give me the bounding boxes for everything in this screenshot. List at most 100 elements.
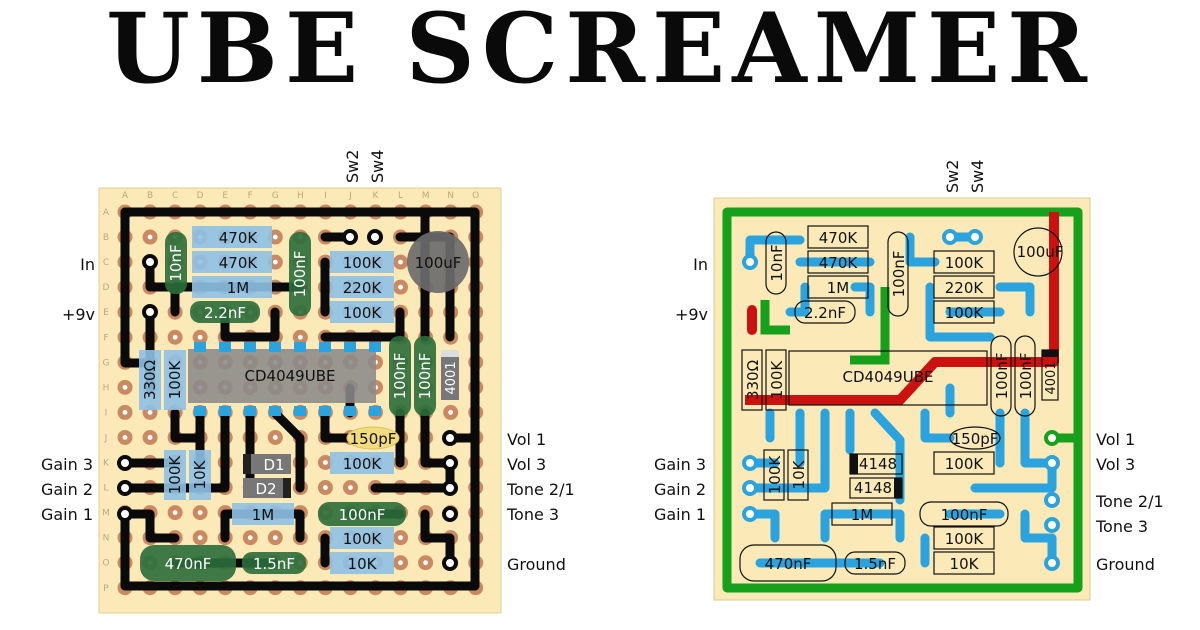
- resistor: [164, 450, 186, 500]
- resistor-label: 100K: [343, 304, 383, 322]
- diode: [243, 454, 291, 474]
- outline-resistor: [787, 449, 809, 501]
- pcb-label: 470nF: [765, 555, 812, 573]
- connection-points: [117, 229, 458, 571]
- signal-trace: [1020, 408, 1057, 468]
- label-vol1: Vol 1: [507, 430, 546, 449]
- pcb-label-tone3: Tone 3: [1095, 517, 1148, 536]
- row-letter: N: [103, 534, 110, 544]
- outline-capacitor: [739, 544, 837, 582]
- pcb-label: 2.2nF: [804, 304, 846, 322]
- resistor: [232, 503, 294, 525]
- capacitor: [414, 336, 436, 416]
- pad-tone3: [1044, 517, 1060, 533]
- resistor-label: 100K: [166, 455, 184, 495]
- connection-sw2: [342, 229, 358, 245]
- capacitor: [389, 336, 411, 416]
- column-letter: B: [147, 191, 153, 201]
- pad-hole: [172, 510, 178, 515]
- label-9v: +9v: [62, 305, 95, 324]
- column-letter: O: [472, 191, 479, 201]
- pad-hole: [147, 435, 153, 440]
- label-tone21: Tone 2/1: [506, 480, 575, 499]
- signal-trace: [1020, 509, 1057, 568]
- pad-hole: [297, 334, 303, 340]
- column-letter: C: [172, 191, 178, 201]
- pad-hole: [323, 460, 328, 465]
- pad-tone21: [1044, 492, 1060, 508]
- resistor: [330, 552, 394, 574]
- ic-pin: [319, 342, 331, 352]
- pad-hole: [398, 560, 403, 566]
- outline-resistor: [933, 451, 995, 475]
- pcb-label-tone21: Tone 2/1: [1095, 492, 1164, 511]
- row-letter: I: [105, 408, 108, 418]
- column-letter: F: [248, 191, 253, 201]
- pcb-label: 100K: [766, 455, 784, 495]
- connection-gain3: [117, 455, 133, 471]
- pcb-label: 1M: [827, 279, 850, 297]
- pad-hole: [272, 234, 278, 240]
- connection-9v: [142, 304, 158, 320]
- capacitor: [346, 426, 400, 450]
- column-letter: L: [398, 191, 403, 201]
- connection-sw4: [367, 229, 383, 245]
- wire-link: [420, 408, 455, 468]
- pad-hole: [197, 510, 203, 515]
- ground-trace: [722, 207, 1083, 593]
- pad-hole: [398, 284, 403, 290]
- column-letter: I: [324, 191, 327, 201]
- outline-resistor: [933, 250, 995, 274]
- pcb-label-in: In: [693, 255, 708, 274]
- resistor-label: 1M: [227, 279, 250, 297]
- connection-vol3: [442, 455, 458, 471]
- row-letter: J: [104, 433, 108, 443]
- pad-in: [742, 254, 758, 270]
- outline-capacitor: [919, 501, 1009, 527]
- ic-pins: [194, 342, 381, 416]
- connection-tone21: [442, 480, 458, 496]
- pcb-label: 470K: [819, 254, 859, 272]
- pcb-label-gain3: Gain 3: [654, 455, 706, 474]
- capacitor: [318, 502, 406, 526]
- ic-pin: [294, 406, 306, 416]
- ic-pin: [269, 342, 281, 352]
- resistor: [330, 251, 394, 273]
- outline-resistor: [807, 250, 869, 274]
- capacitor: [242, 552, 306, 574]
- ground-trace: [850, 287, 890, 365]
- resistor: [330, 276, 394, 298]
- pad-hole: [348, 485, 353, 490]
- pcb-label: 1.5nF: [854, 555, 896, 573]
- resistor: [192, 251, 272, 273]
- outline-resistor: [933, 526, 995, 550]
- resistor: [330, 301, 394, 323]
- row-letter: A: [103, 208, 110, 218]
- column-letter: G: [272, 191, 279, 201]
- resistor-label: 220K: [343, 279, 383, 297]
- pad-hole: [197, 334, 203, 340]
- pad-hole: [398, 259, 403, 265]
- pad-hole: [147, 410, 153, 415]
- connection-in: [142, 254, 158, 270]
- diode-band: [1042, 350, 1058, 357]
- connection-gain2: [117, 480, 133, 496]
- capacitor-label: 150pF: [350, 430, 397, 448]
- pad-hole: [323, 485, 328, 490]
- pad-gain3: [742, 455, 758, 471]
- pad-hole: [172, 334, 178, 340]
- pcb-pads: [742, 229, 1060, 571]
- diode: [243, 478, 291, 498]
- pcb-label: 100K: [768, 360, 786, 400]
- ic-pin: [244, 342, 256, 352]
- resistor-label: 100K: [343, 455, 383, 473]
- resistor-label: 100K: [343, 254, 383, 272]
- wire-link: [145, 257, 173, 292]
- pad-gain1: [742, 506, 758, 522]
- resistor-label: 10K: [191, 459, 209, 489]
- diode-band: [283, 478, 291, 498]
- capacitor-label: 2.2nF: [204, 304, 246, 322]
- capacitors: 10nF 100nF 2.2nF 100nF 100nF 100nF 470nF…: [140, 231, 469, 581]
- ic-pin: [369, 406, 381, 416]
